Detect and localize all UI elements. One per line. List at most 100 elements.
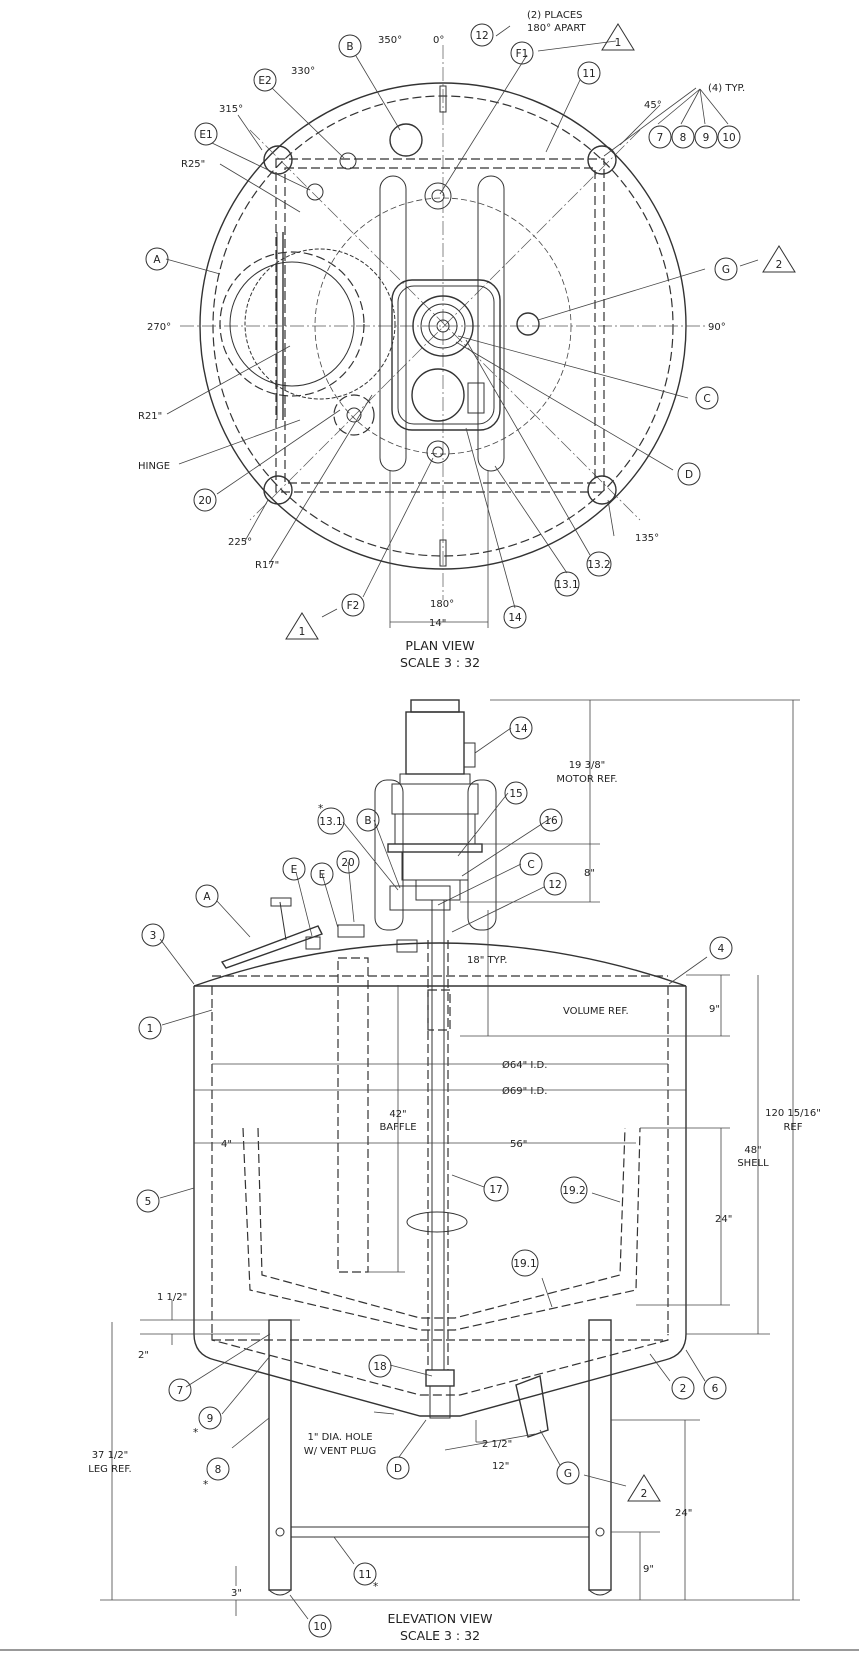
item-bubble: E1 <box>199 129 212 141</box>
plan-view-title: PLAN VIEW <box>405 638 474 653</box>
dimension-label: 37 1/2" <box>92 1450 129 1461</box>
item-bubble: 13.2 <box>587 559 610 571</box>
dimension-label: 12" <box>492 1461 509 1472</box>
dimension-label: 24" <box>675 1508 692 1519</box>
plan-view-scale: SCALE 3 : 32 <box>400 655 480 670</box>
dome-top <box>193 942 687 987</box>
hinge-label: HINGE <box>138 461 170 472</box>
item-bubble: 20 <box>341 857 354 869</box>
item-bubble: 8 <box>215 1464 222 1476</box>
leg-pad <box>587 145 617 175</box>
item-bubble: B <box>346 41 353 53</box>
dimension-label: VOLUME REF. <box>563 1006 629 1017</box>
mixer-plate <box>391 279 501 431</box>
leg-frame <box>275 158 605 493</box>
typ-note: (4) TYP. <box>708 83 745 94</box>
angle-label: 135° <box>635 533 659 544</box>
item-bubble: 15 <box>509 788 522 800</box>
angle-label: 315° <box>219 104 243 115</box>
plan-bubbles: A B E1 E2 12 F1 11 7 8 9 10 G C D 13.2 1… <box>145 23 741 629</box>
dimension-label: LEG REF. <box>88 1464 131 1475</box>
item-bubble: 7 <box>177 1385 184 1397</box>
dimension-label: MOTOR REF. <box>556 774 617 785</box>
angle-label: 225° <box>228 537 252 548</box>
radius-label: R17" <box>255 560 279 571</box>
item-bubble: G <box>564 1468 572 1480</box>
elevation-dimension-lines <box>100 699 800 1616</box>
elevation-dimension-texts: 19 3/8" MOTOR REF. 8" 18" TYP. 9" VOLUME… <box>88 760 821 1599</box>
item-bubble: A <box>203 891 211 903</box>
revision-triangle-number: 2 <box>641 1488 648 1500</box>
item-bubble: 10 <box>722 132 735 144</box>
elevation-view-scale: SCALE 3 : 32 <box>400 1628 480 1643</box>
radius-label: R21" <box>138 411 162 422</box>
dimension-label: 2 1/2" <box>482 1439 512 1450</box>
item-bubble: 16 <box>544 815 558 827</box>
dimension-label: Ø64" I.D. <box>502 1059 547 1071</box>
dimension-label: 2" <box>138 1350 149 1361</box>
dimension-label: 24" <box>715 1214 732 1225</box>
item-bubble: E <box>319 869 326 881</box>
vessel-bottom <box>193 1333 687 1417</box>
nozzle-f1 <box>424 182 452 210</box>
angle-label: 180° <box>430 599 454 610</box>
angle-label: 350° <box>378 35 402 46</box>
item-bubble: 20 <box>198 495 211 507</box>
item-bubble: 11 <box>358 1569 371 1581</box>
cross-brace <box>290 1526 590 1538</box>
dimension-label: 42" <box>389 1109 406 1120</box>
item-bubble: 19.2 <box>562 1185 585 1197</box>
angle-label: 90° <box>708 322 726 333</box>
jacket <box>242 1127 641 1331</box>
nozzle-g <box>515 1375 549 1438</box>
asterisk: * <box>203 1479 208 1491</box>
dimension-label: 8" <box>584 868 595 879</box>
leg-pad <box>263 145 293 175</box>
revision-triangle: 1 <box>615 37 622 49</box>
baffle-slot <box>379 175 407 472</box>
item-bubble: 6 <box>712 1383 719 1395</box>
item-bubble: 17 <box>489 1184 502 1196</box>
item-bubble: 11 <box>582 68 595 80</box>
item-bubble: C <box>703 393 710 405</box>
angle-label: 270° <box>147 322 171 333</box>
item-bubble: D <box>394 1463 402 1475</box>
dimension-label: 48" <box>744 1145 761 1156</box>
revision-triangle <box>627 1474 661 1502</box>
item-bubble: 12 <box>475 30 488 42</box>
item-bubble: 9 <box>207 1413 214 1425</box>
item-bubble: 4 <box>718 943 725 955</box>
revision-triangle: 2 <box>776 259 783 271</box>
plan-leaders <box>165 25 759 618</box>
nozzle-20 <box>333 394 375 436</box>
places-note: (2) PLACES <box>527 10 583 21</box>
item-bubble: 2 <box>680 1383 687 1395</box>
dimension-label: SHELL <box>737 1158 769 1169</box>
elevation-leaders <box>159 727 708 1620</box>
gearbox <box>391 783 479 815</box>
elevation-bubbles: 14 15 16 13.1 B E E 20 C 12 A 3 4 1 5 17… <box>136 716 733 1638</box>
dimension-label: 9" <box>709 1004 720 1015</box>
leg-pad <box>587 475 617 505</box>
item-bubble: D <box>685 469 693 481</box>
leg <box>588 1319 612 1591</box>
item-bubble: 3 <box>150 930 157 942</box>
asterisk: * <box>193 1427 198 1439</box>
item-bubble: 18 <box>373 1361 386 1373</box>
item-bubble: 13.1 <box>555 579 578 591</box>
item-bubble: 1 <box>147 1023 154 1035</box>
item-bubble: 7 <box>657 132 664 144</box>
motor <box>405 711 465 775</box>
leg-pad <box>263 475 293 505</box>
angle-label: 0° <box>433 35 444 46</box>
dimension-label: 14" <box>429 618 446 629</box>
plan-view: 350° 0° 330° 315° 45° 270° 90° 135° 225°… <box>138 10 796 670</box>
nozzle-b <box>389 123 423 157</box>
dimension-label: 4" <box>221 1139 232 1150</box>
manway-circle <box>219 251 365 397</box>
dimension-label: 1 1/2" <box>157 1292 187 1303</box>
item-bubble: G <box>722 264 730 276</box>
lift-lug <box>374 779 404 931</box>
plan-triangles: 1 2 1 <box>285 23 796 640</box>
